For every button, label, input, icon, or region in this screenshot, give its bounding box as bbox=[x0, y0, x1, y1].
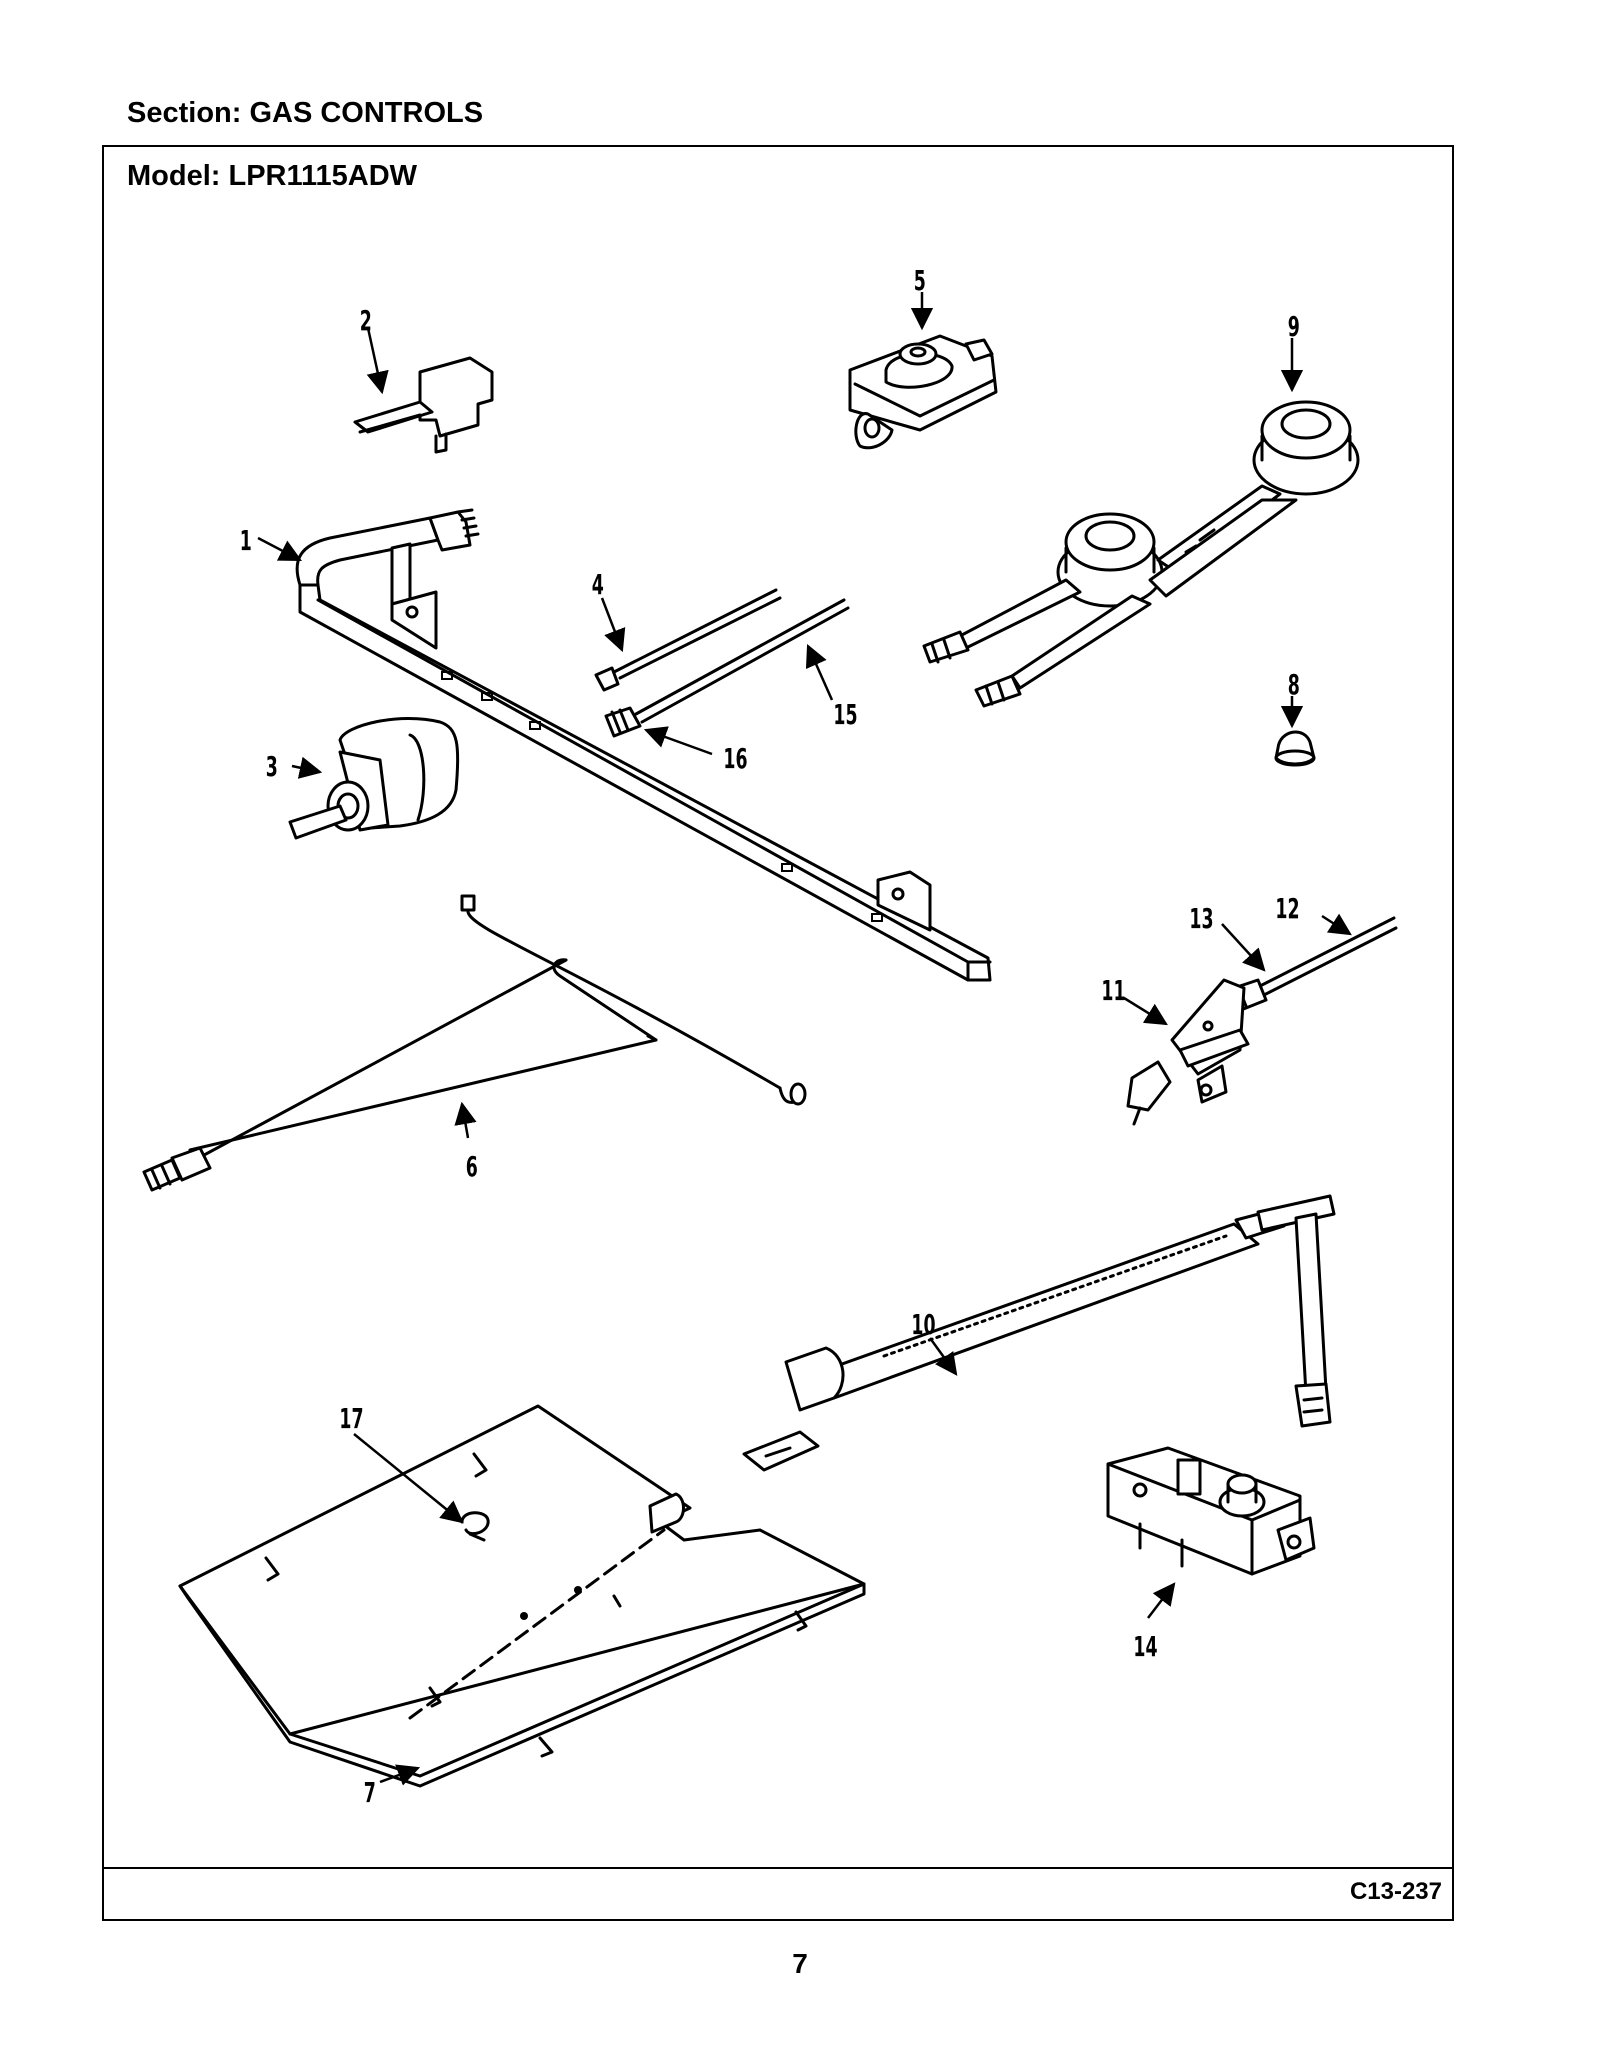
diagram-frame bbox=[102, 145, 1454, 1921]
callout-7: 7 bbox=[364, 1777, 376, 1809]
model-title: Model: LPR1115ADW bbox=[127, 160, 418, 192]
callout-1: 1 bbox=[240, 525, 252, 557]
callout-5: 5 bbox=[914, 265, 926, 297]
part-5-orifice bbox=[848, 334, 998, 450]
callout-14: 14 bbox=[1133, 1631, 1157, 1663]
callout-13: 13 bbox=[1189, 903, 1213, 935]
callout-4: 4 bbox=[592, 569, 604, 601]
callout-labels: 1 2 3 4 5 6 7 8 9 10 11 12 13 14 15 16 1… bbox=[240, 265, 1300, 1809]
callout-3: 3 bbox=[266, 751, 278, 783]
callout-2: 2 bbox=[360, 305, 372, 337]
part-10-oven-burner bbox=[742, 1194, 1336, 1472]
footer-divider bbox=[102, 1867, 1454, 1869]
part-12-wire bbox=[1254, 916, 1398, 1000]
callout-17: 17 bbox=[339, 1403, 363, 1435]
part-7-pan bbox=[178, 1404, 866, 1788]
part-8-cap bbox=[1274, 730, 1316, 767]
callout-16: 16 bbox=[723, 743, 747, 775]
callout-9: 9 bbox=[1288, 311, 1300, 343]
part-6-tubing bbox=[142, 894, 807, 1192]
section-title: Section: GAS CONTROLS bbox=[127, 97, 484, 129]
part-1-manifold bbox=[295, 508, 992, 982]
callout-6: 6 bbox=[466, 1151, 478, 1183]
page-number: 7 bbox=[792, 1948, 808, 1979]
part-9-burner-assembly bbox=[922, 400, 1360, 708]
callout-arrows bbox=[257, 292, 1352, 1786]
part-15-tube bbox=[634, 598, 850, 724]
part-16-fitting bbox=[604, 706, 642, 738]
part-11-bracket bbox=[1126, 978, 1250, 1126]
callout-10: 10 bbox=[911, 1309, 935, 1341]
part-3-valve bbox=[288, 717, 460, 840]
callout-11: 11 bbox=[1101, 975, 1125, 1007]
diagram-code: C13-237 bbox=[1349, 1878, 1442, 1905]
callout-12: 12 bbox=[1275, 893, 1299, 925]
part-4-tube bbox=[594, 588, 782, 692]
part-2-connector bbox=[353, 356, 494, 454]
callout-15: 15 bbox=[833, 699, 857, 731]
part-17-clip bbox=[460, 1511, 490, 1542]
part-14-valve-body bbox=[1106, 1446, 1316, 1576]
callout-8: 8 bbox=[1288, 669, 1300, 701]
